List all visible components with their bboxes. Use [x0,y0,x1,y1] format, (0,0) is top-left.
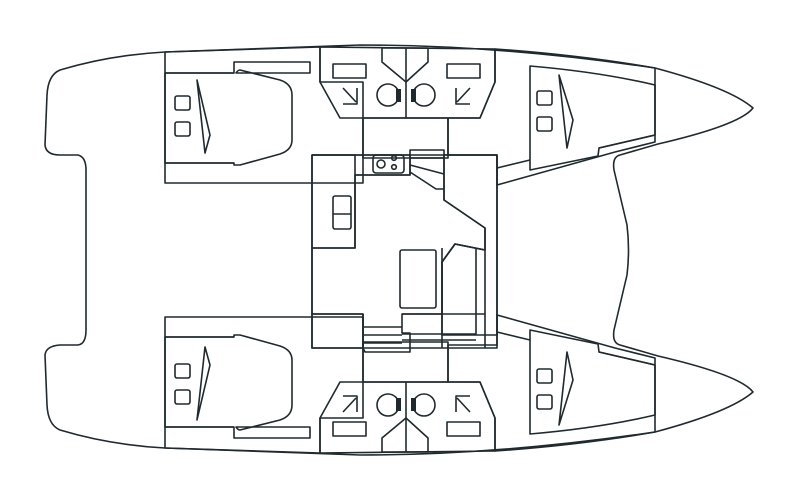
shower-icon [342,87,358,105]
toilet-icon [376,393,400,417]
forward-cabin-hatch-icon [536,90,553,106]
forward-cabin-hatch-icon [536,116,553,132]
aft-cabin-hatch-icon [174,121,191,137]
forward-cabin-pillow-icon [558,351,574,426]
burner-icon [376,159,386,169]
toilet-tank-icon [411,89,416,102]
shower-icon [455,395,471,413]
toilet-icon [376,83,400,107]
forward-cabin-hatch-icon [536,394,553,410]
burner-icon [390,163,398,171]
aft-cabin-pillow-icon [196,346,211,421]
stove-icon [372,154,405,174]
burner-icon [390,154,398,162]
bottom-hull [164,314,656,454]
saloon-outline [311,154,498,349]
forward-cabin-pillow-icon [558,74,574,149]
saloon-cabinet [311,313,364,349]
forward-cabin-floor [447,314,656,452]
aft-cabin-hatch-icon [174,363,191,379]
shower-icon [342,395,358,413]
aft-cabin-bed-edge [165,336,234,428]
head-door-gap [381,47,429,83]
sink-icon [446,63,481,79]
forward-cabin-edge [496,134,656,169]
toilet-tank-icon [396,89,401,102]
sink-icon [332,63,367,79]
forward-cabin-bed [529,65,656,171]
saloon-floor [311,149,486,353]
hull-outline [44,44,754,456]
sink-icon [332,195,352,230]
stairs-icon [409,157,445,190]
aft-cabin-hatch-icon [174,95,191,111]
toilet-tank-icon [396,398,401,411]
toilet-icon [412,83,436,107]
saloon [311,149,498,353]
aft-cabin-hatch-icon [174,389,191,405]
sink-icon [332,421,367,437]
aft-cabin-bed [164,61,311,166]
sink-icon [446,421,481,437]
aft-cabin-pillow-icon [196,79,211,154]
forward-cabin-hatch-icon [536,368,553,384]
aft-cabin-bed-edge [165,72,234,164]
forward-cabin-bed [529,329,656,435]
shower-icon [455,87,471,105]
head-door-gap [381,417,429,453]
stairs-icon [363,326,402,344]
aft-cabin-bed [164,334,311,439]
toilet-icon [412,393,436,417]
toilet-tank-icon [411,398,416,411]
nav-seat [441,243,486,348]
saloon-table [399,249,437,309]
nav-station [441,154,498,336]
companionway-floor [362,117,449,159]
forward-cabin-edge [496,331,656,366]
settee [402,248,485,348]
